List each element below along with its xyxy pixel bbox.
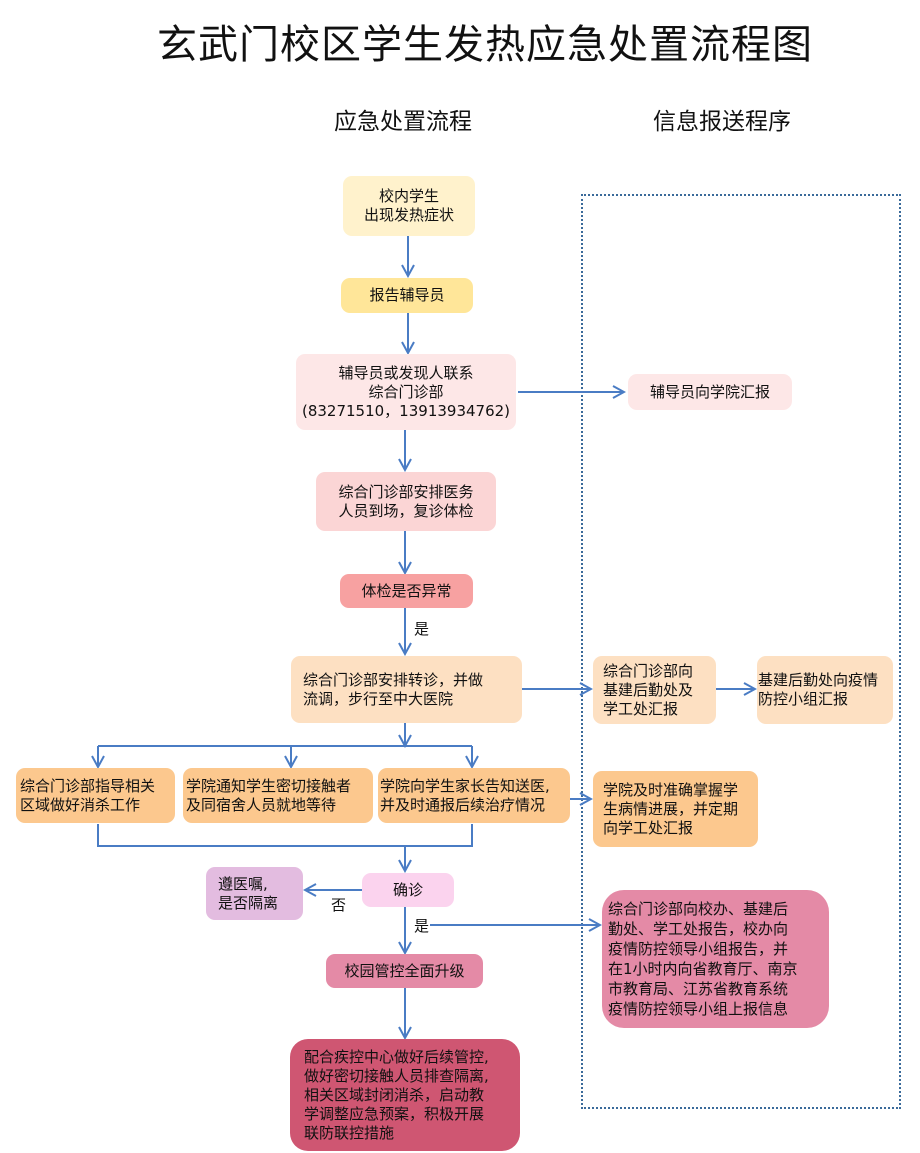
step-clinic-recheck: 综合门诊部安排医务 人员到场，复诊体检 — [316, 472, 496, 531]
step-contact-clinic: 辅导员或发现人联系 综合门诊部 (83271510，13913934762) — [296, 354, 516, 430]
step-transfer: 综合门诊部安排转诊，并做 流调，步行至中大医院 — [291, 656, 522, 723]
step-abnormal-check: 体检是否异常 — [340, 574, 473, 608]
step-symptom: 校内学生 出现发热症状 — [343, 176, 475, 236]
label-no-confirm: 否 — [331, 896, 347, 914]
report-confirmed: 综合门诊部向校办、基建后 勤处、学工处报告，校办向 疫情防控领导小组报告，并 在… — [602, 890, 829, 1028]
report-counselor-to-college: 辅导员向学院汇报 — [628, 374, 792, 410]
step-report-counselor: 报告辅导员 — [341, 278, 473, 313]
step-final-measures: 配合疾控中心做好后续管控, 做好密切接触人员排查隔离, 相关区域封闭消杀，启动教… — [290, 1039, 520, 1151]
step-branch-parents: 学院向学生家长告知送医, 并及时通报后续治疗情况 — [378, 768, 570, 823]
info-reporting-region — [581, 194, 901, 1109]
report-logistics-to-group: 基建后勤处向疫情 防控小组汇报 — [757, 656, 893, 724]
step-confirm: 确诊 — [362, 873, 454, 907]
report-college-tracking: 学院及时准确掌握学 生病情进展，并定期 向学工处汇报 — [593, 771, 758, 847]
step-campus-upgrade: 校园管控全面升级 — [326, 954, 483, 988]
page-title: 玄武门校区学生发热应急处置流程图 — [157, 22, 813, 68]
label-yes-confirm: 是 — [414, 917, 430, 935]
report-clinic-to-logistics: 综合门诊部向 基建后勤处及 学工处汇报 — [593, 656, 716, 724]
label-yes-abnormal: 是 — [414, 620, 430, 638]
merge-line — [97, 824, 473, 847]
step-branch-disinfect: 综合门诊部指导相关 区域做好消杀工作 — [16, 768, 175, 823]
step-branch-contacts: 学院通知学生密切接触者 及同宿舍人员就地等待 — [183, 768, 373, 823]
column-heading-emergency-flow: 应急处置流程 — [334, 109, 472, 135]
step-not-confirmed: 遵医嘱, 是否隔离 — [206, 867, 303, 920]
column-heading-info-reporting: 信息报送程序 — [653, 109, 791, 135]
